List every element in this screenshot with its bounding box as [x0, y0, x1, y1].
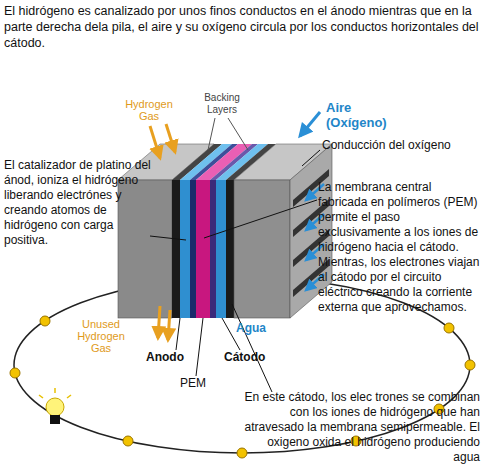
backing-layer	[172, 180, 180, 318]
callout-text: Conducción del oxígeno	[322, 138, 482, 152]
part-label: Aire (Oxígeno)	[326, 100, 406, 130]
hydrogen-arrow	[150, 126, 160, 158]
part-label: Cátodo	[224, 350, 284, 364]
electron	[465, 360, 475, 370]
light-ray	[39, 395, 43, 398]
part-label: Agua	[236, 321, 286, 335]
electron	[40, 316, 50, 326]
electron	[237, 448, 247, 458]
anode-layer	[180, 180, 190, 318]
pem-membrane	[196, 180, 210, 318]
part-label: Anodo	[146, 350, 196, 364]
light-bulb	[46, 398, 64, 416]
part-label: PEM	[180, 376, 220, 390]
callout-text: La membrana central fabricada en polímer…	[318, 180, 480, 315]
callout-text: El catalizador de platino del ánod, ioni…	[4, 158, 152, 248]
callout-text: En este cátodo, los elec trones se combi…	[238, 390, 480, 465]
cathode-end-plate	[234, 180, 290, 318]
leader-line	[302, 150, 320, 166]
bulb-base	[50, 415, 60, 424]
unused-hydrogen-arrow	[168, 310, 170, 340]
leader-line	[204, 200, 317, 238]
electron	[10, 368, 20, 378]
light-ray	[67, 395, 71, 398]
part-label: Backing Layers	[196, 92, 248, 116]
light-ray	[54, 388, 56, 393]
hydrogen-arrow	[166, 124, 175, 152]
catalyst-layer	[210, 180, 216, 318]
leader-line	[208, 118, 215, 150]
leader-line	[176, 318, 180, 350]
leader-line	[232, 304, 272, 392]
electron	[123, 436, 133, 446]
anode-end-plate	[118, 180, 172, 318]
unused-hydrogen-arrow	[158, 306, 160, 338]
cathode-layer	[216, 180, 226, 318]
backing-layer	[226, 180, 234, 318]
air-arrow	[300, 112, 320, 136]
catalyst-layer	[190, 180, 196, 318]
leader-line	[150, 236, 186, 240]
part-label: Hydrogen Gas	[118, 98, 180, 122]
intro-text: El hidrógeno es canalizado por unos fino…	[4, 3, 480, 51]
part-label: Unused Hydrogen Gas	[72, 318, 130, 354]
leader-line	[228, 118, 248, 150]
electron	[444, 323, 454, 333]
leader-line	[196, 318, 203, 376]
